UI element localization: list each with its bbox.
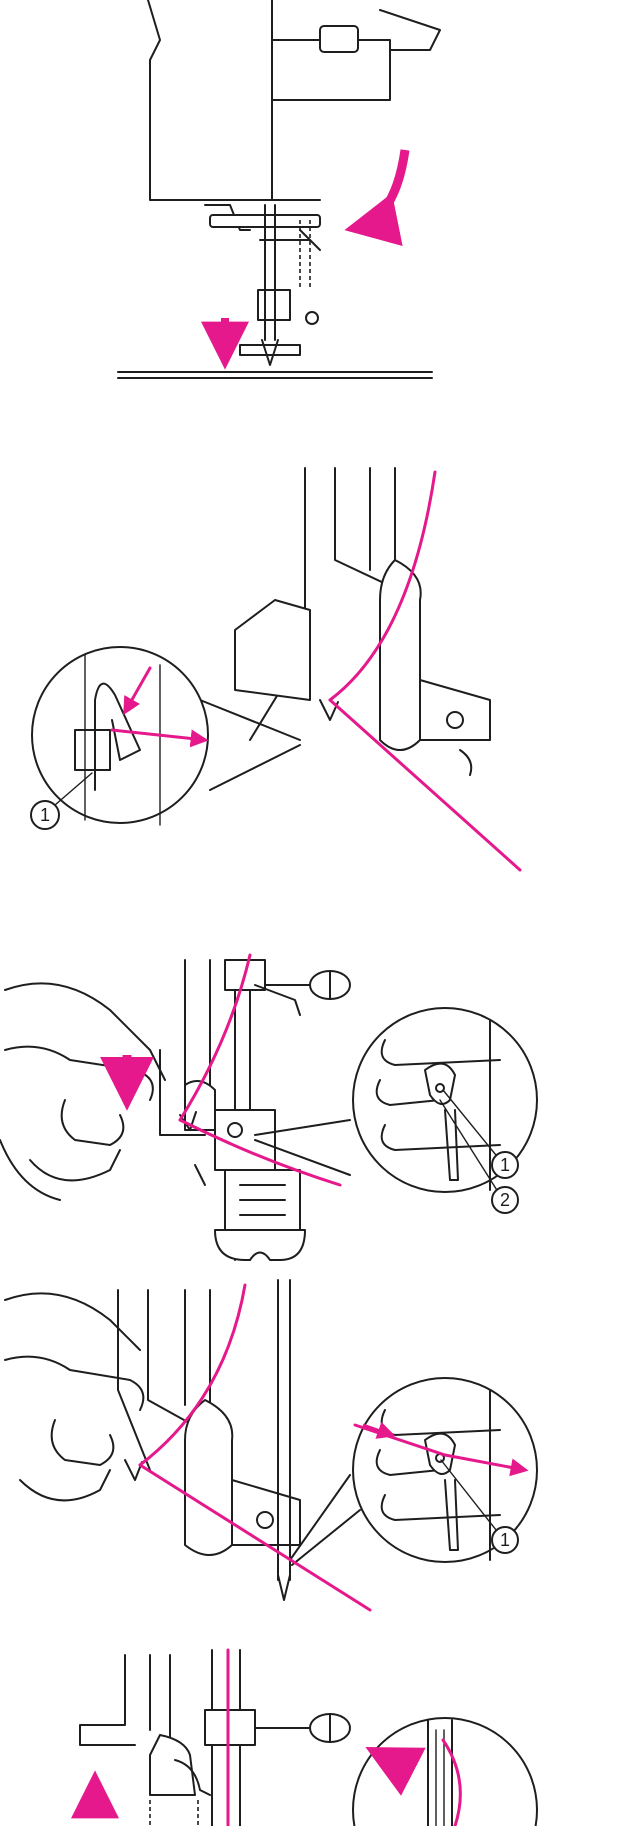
step-2-thread-guide-illustration	[234, 467, 491, 776]
callout-label: 2	[500, 1190, 510, 1210]
step-4-callout-1: 1	[440, 1459, 519, 1554]
step-3-callouts: 1 2	[439, 1089, 519, 1214]
step-2-magnifier	[31, 646, 301, 826]
step-3-threads	[100, 953, 342, 1187]
step-4-threads	[138, 1283, 529, 1612]
callout-label: 1	[500, 1530, 510, 1550]
callout-label: 1	[40, 805, 50, 825]
step-1-lower-needle-illustration	[117, 0, 441, 379]
callout-label: 1	[500, 1155, 510, 1175]
step-5-threads-and-arrows	[71, 1648, 462, 1826]
step-2-threads	[110, 470, 522, 872]
step-1-arrows	[201, 149, 410, 370]
step-4-machine-illustration	[117, 1279, 301, 1601]
step-5-machine-illustration	[79, 1649, 351, 1826]
step-3-magnifier	[254, 1007, 538, 1193]
step-4-hand-illustration	[4, 1292, 145, 1502]
step-2-callout-1: 1	[30, 772, 93, 830]
step-3-hand-illustration	[0, 982, 166, 1201]
step-3-machine-illustration	[159, 959, 351, 1261]
step-5-magnifier	[352, 1717, 538, 1826]
